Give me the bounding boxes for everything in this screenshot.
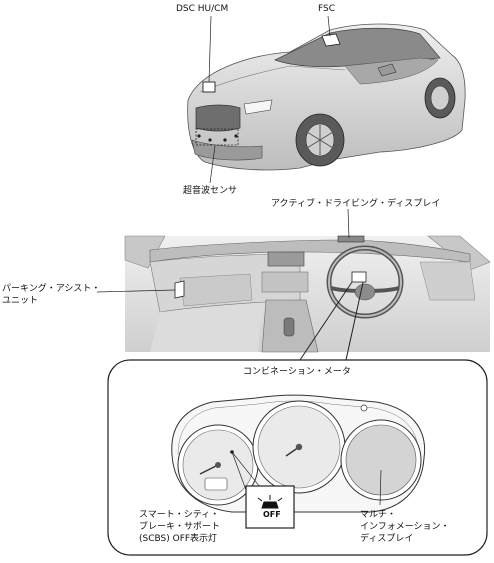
- callout-wedge: [299, 271, 367, 361]
- scbs-label-line3: (SCBS) OFF表示灯: [139, 534, 218, 544]
- multi-info-display-label-line2: インフォメーション・: [360, 522, 450, 532]
- multi-info-display-label-line1: マルチ・: [360, 510, 397, 520]
- scbs-label-line2: ブレーキ・サポート: [139, 522, 221, 532]
- scbs-off-car-icon: [257, 495, 283, 509]
- scbs-indicator-inset: [245, 485, 295, 529]
- multi-info-display-label-line3: ディスプレイ: [360, 534, 414, 544]
- parking-assist-unit-label-line1: パーキング・アシスト・: [2, 284, 101, 294]
- car-illustration: [187, 23, 466, 171]
- ultrasonic-sensor-label: 超音波センサ: [183, 186, 238, 196]
- fsc-label: FSC: [318, 4, 336, 14]
- instrument-cluster: [171, 394, 426, 513]
- scbs-label-line1: スマート・シティ・: [139, 510, 220, 520]
- parking-assist-unit-label-line2: ユニット: [2, 296, 39, 306]
- combination-meter-label: コンビネーション・メータ: [243, 367, 351, 377]
- interior-illustration: [124, 235, 491, 353]
- car-leader-lines: [208, 15, 331, 184]
- scbs-indicator-off-text: OFF: [263, 510, 281, 519]
- active-driving-display-label: アクティブ・ドライビング・ディスプレイ: [271, 199, 441, 209]
- interior-leader-lines: [96, 208, 350, 293]
- dsc-hu-cm-label: DSC HU/CM: [176, 4, 229, 14]
